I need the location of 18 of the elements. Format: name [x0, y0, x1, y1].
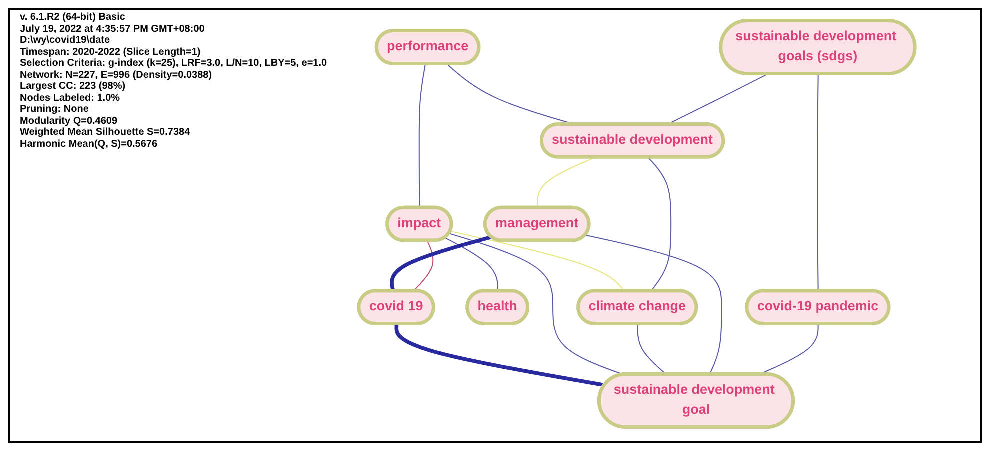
info-text: v. 6.1.R2 (64-bit) Basic	[20, 12, 126, 24]
info-text: Weighted Mean Silhouette S=0.7384	[20, 127, 192, 138]
connector	[418, 64, 426, 208]
info-text: Largest CC: 223 (98%)	[20, 81, 127, 92]
info-text: D:\wy\covid19\date	[20, 35, 112, 46]
info-text: July 19, 2022 at 4:35:57 PM GMT+08:00	[20, 24, 206, 35]
info-text: Pruning: None	[20, 104, 90, 116]
connector	[390, 235, 492, 292]
info-text: Timespan: 2020-2022 (Slice Length=1)	[20, 46, 202, 58]
info-text: Network: N=227, E=996 (Density=0.0388)	[20, 70, 214, 81]
info-text: Selection Criteria: g-index (k=25), LRF=3.0, L/N=10, LBY=5, e=1.0	[20, 58, 328, 70]
info-text: Modularity Q=0.4609	[20, 116, 119, 127]
info-text: Nodes Labeled: 1.0%	[20, 92, 122, 104]
connector	[585, 234, 722, 375]
connector	[817, 74, 819, 292]
connector	[394, 324, 606, 388]
connector	[444, 237, 498, 292]
info-text: Harmonic Mean(Q, S)=0.5676	[20, 138, 159, 150]
